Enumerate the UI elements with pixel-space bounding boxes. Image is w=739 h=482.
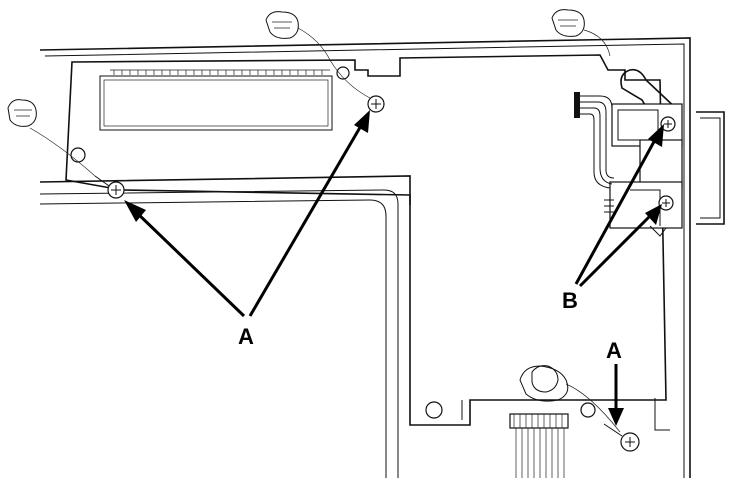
callout-a-bottom-arrow xyxy=(608,364,624,426)
screw-b-upper xyxy=(660,116,676,132)
mounting-hole xyxy=(70,147,86,163)
lcd-window xyxy=(99,75,333,131)
mounting-hole xyxy=(425,401,443,419)
removed-screw-topright xyxy=(551,9,611,57)
screw-a-center xyxy=(367,95,385,113)
callout-a-arrows xyxy=(124,110,370,318)
callout-label-b: B xyxy=(562,288,578,313)
screw-a-left xyxy=(94,175,125,199)
screw-b-lower xyxy=(658,195,674,211)
callout-b-arrows xyxy=(574,124,664,288)
removed-screw-bottom xyxy=(519,365,621,433)
removed-screw-topcenter xyxy=(265,11,371,99)
display-board xyxy=(65,54,670,431)
ribbon-cable xyxy=(509,413,569,478)
screw-a-bottom xyxy=(603,423,640,452)
housing-frame xyxy=(39,37,725,478)
connector-block xyxy=(574,68,683,237)
callout-label-a-left: A xyxy=(238,324,254,349)
removed-screw-topleft xyxy=(7,99,96,177)
callout-label-a-bottom: A xyxy=(606,338,622,363)
mounting-hole xyxy=(580,402,596,418)
mounting-hole xyxy=(336,66,350,80)
